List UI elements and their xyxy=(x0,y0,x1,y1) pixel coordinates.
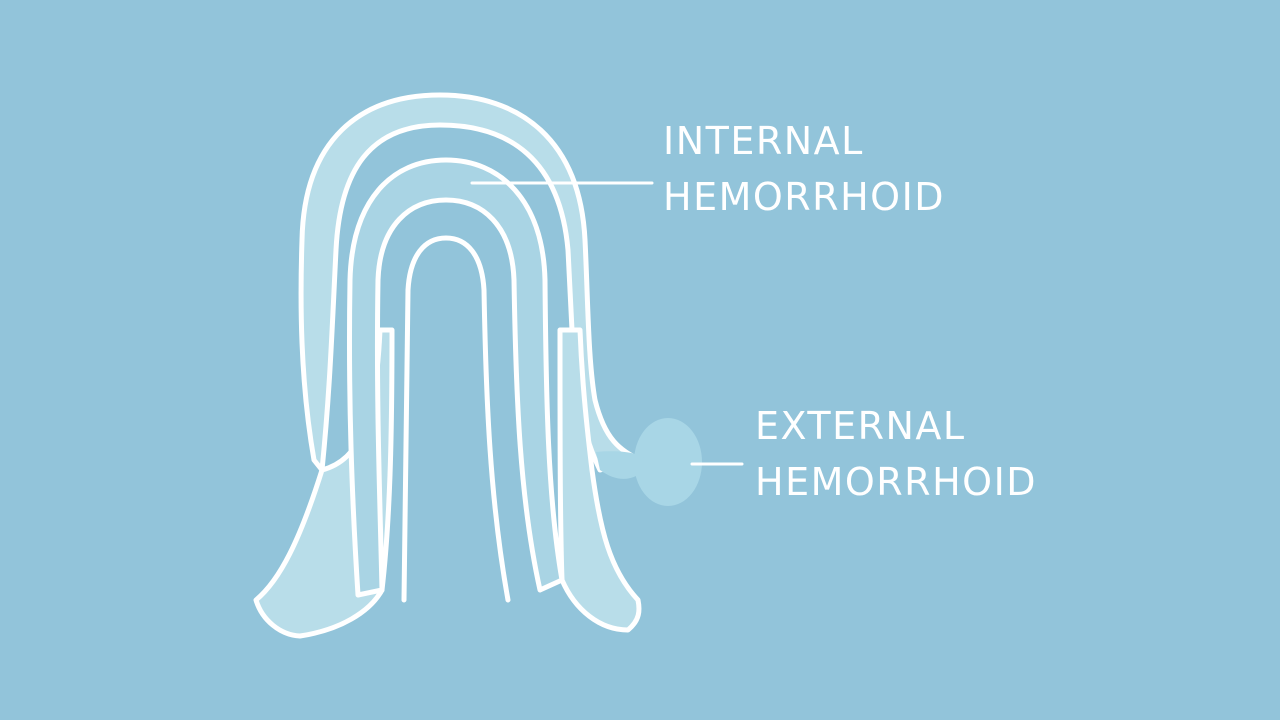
internal-label-line2: HEMORRHOID xyxy=(663,175,946,219)
outer-rectal-wall xyxy=(298,92,643,473)
external-hemorrhoid-bulge xyxy=(634,418,702,506)
internal-label-line1: INTERNAL xyxy=(663,119,864,163)
internal-hemorrhoid-label: INTERNAL HEMORRHOID xyxy=(663,113,945,225)
external-label-line2: HEMORRHOID xyxy=(755,460,1038,504)
external-label-line1: EXTERNAL xyxy=(755,404,966,448)
middle-tissue-band xyxy=(346,157,565,598)
external-hemorrhoid-label: EXTERNAL HEMORRHOID xyxy=(755,398,1037,510)
anal-canal xyxy=(401,235,511,603)
external-hemorrhoid-stalk xyxy=(596,451,650,479)
right-anal-flare xyxy=(557,327,642,633)
